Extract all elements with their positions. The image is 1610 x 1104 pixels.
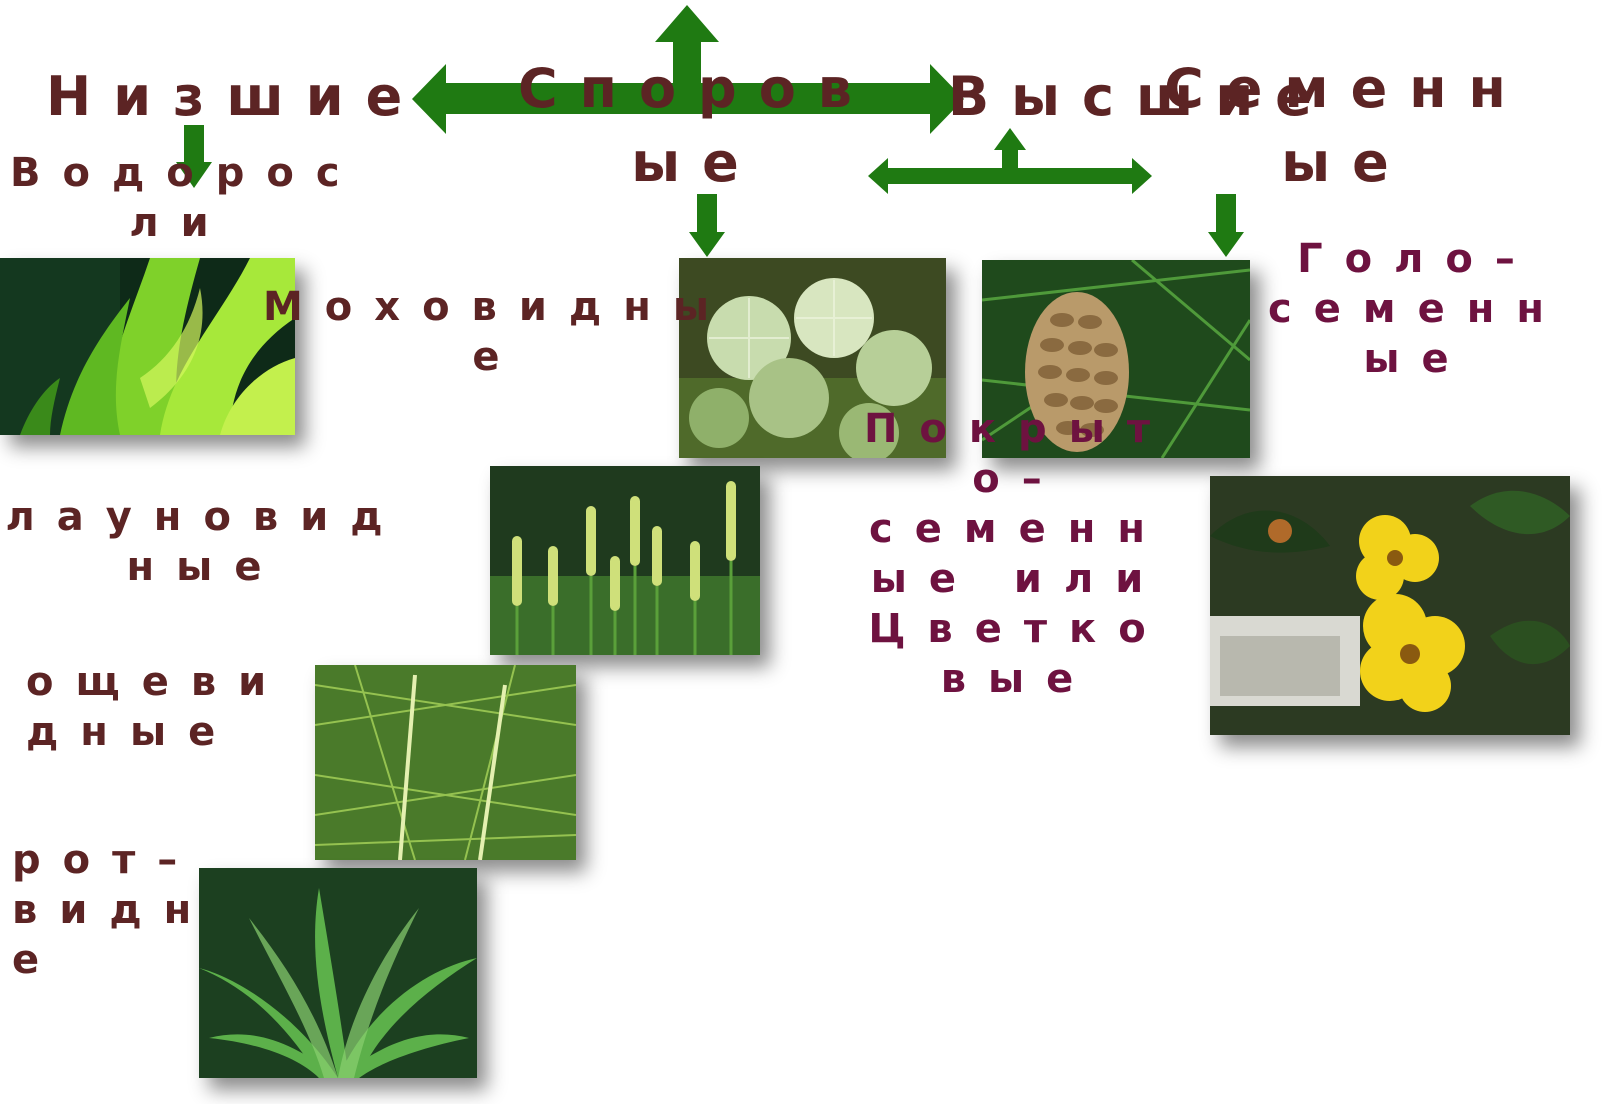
up-arrow-small bbox=[994, 128, 1026, 168]
down-arrow-gymnosperm bbox=[1208, 194, 1244, 257]
label-spore-plants: Споров ые bbox=[516, 52, 876, 200]
algae-photo bbox=[0, 258, 295, 435]
label-ferns: рот– видн е bbox=[12, 835, 212, 985]
label-horsetails: ощеви дные bbox=[0, 657, 316, 757]
label-gymnosperms: Голо– семенн ые bbox=[1262, 234, 1572, 384]
label-club-mosses: лауновид ные bbox=[0, 492, 410, 592]
horsetail-photo bbox=[315, 665, 576, 860]
label-angiosperms: Покрыт о– семенн ые или Цветко вые bbox=[858, 404, 1178, 704]
fern-photo bbox=[199, 868, 477, 1078]
clubmoss-photo bbox=[490, 466, 760, 655]
label-bryophytes: Моховидны е bbox=[262, 282, 732, 382]
double-arrow-small bbox=[868, 158, 1152, 194]
yellow-flower-photo bbox=[1210, 476, 1570, 735]
label-lower-plants: Низшие bbox=[46, 60, 424, 134]
label-algae: Водорос ли bbox=[10, 148, 350, 248]
down-arrow-moss bbox=[689, 194, 725, 257]
label-seed-plants: Семенн ые bbox=[1156, 52, 1536, 200]
